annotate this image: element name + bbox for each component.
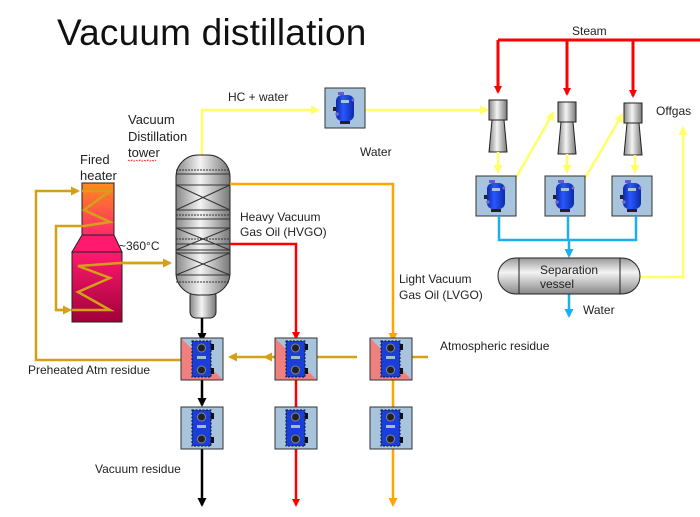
tower-label-2: Distillation [128,129,187,144]
offgas-label: Offgas [656,104,691,118]
hc-water-separator [324,87,366,129]
steam-label: Steam [572,24,607,38]
separation-label-2: vessel [540,277,574,291]
condenser-2 [544,175,586,217]
hvgo-label-2: Gas Oil (HVGO) [240,225,327,239]
water-lines [497,216,638,318]
vacuum-distillation-tower [175,154,231,319]
water-top-label: Water [360,145,392,159]
heat-exchanger-hvgo-1 [274,337,318,381]
tower-label-1: Vacuum [128,112,175,127]
heater-label-1: Fired [80,152,110,167]
cooler-lvgo [369,406,413,450]
atm-residue-label: Atmospheric residue [440,339,550,353]
page-title: Vacuum distillation [57,12,367,53]
hc-water-label: HC + water [228,90,288,104]
separation-label-1: Separation [540,263,598,277]
heat-exchanger-residue-1 [180,337,224,381]
fired-heater [71,182,123,323]
water-bottom-label: Water [583,303,615,317]
steam-lines [494,38,700,98]
lvgo-label-1: Light Vacuum [399,272,472,286]
ejector-3 [623,102,643,156]
spellcheck-underline [127,159,157,162]
tower-label-3: tower [128,145,160,160]
cooler-residue [180,406,224,450]
separation-vessel [497,257,641,295]
feed-lines [34,186,428,362]
lvgo-label-2: Gas Oil (LVGO) [399,288,483,302]
temperature-label: ~360°C [119,239,160,253]
condenser-3 [611,175,653,217]
heat-exchanger-lvgo-1 [369,337,413,381]
condenser-1 [475,175,517,217]
preheated-label: Preheated Atm residue [28,363,150,377]
hvgo-label-1: Heavy Vacuum [240,210,320,224]
vapor-lines [200,105,688,279]
heater-label-2: heater [80,168,118,183]
vacuum-residue-label: Vacuum residue [95,462,181,476]
ejector-2 [557,101,577,155]
cooler-hvgo [274,406,318,450]
ejector-1 [488,99,508,153]
